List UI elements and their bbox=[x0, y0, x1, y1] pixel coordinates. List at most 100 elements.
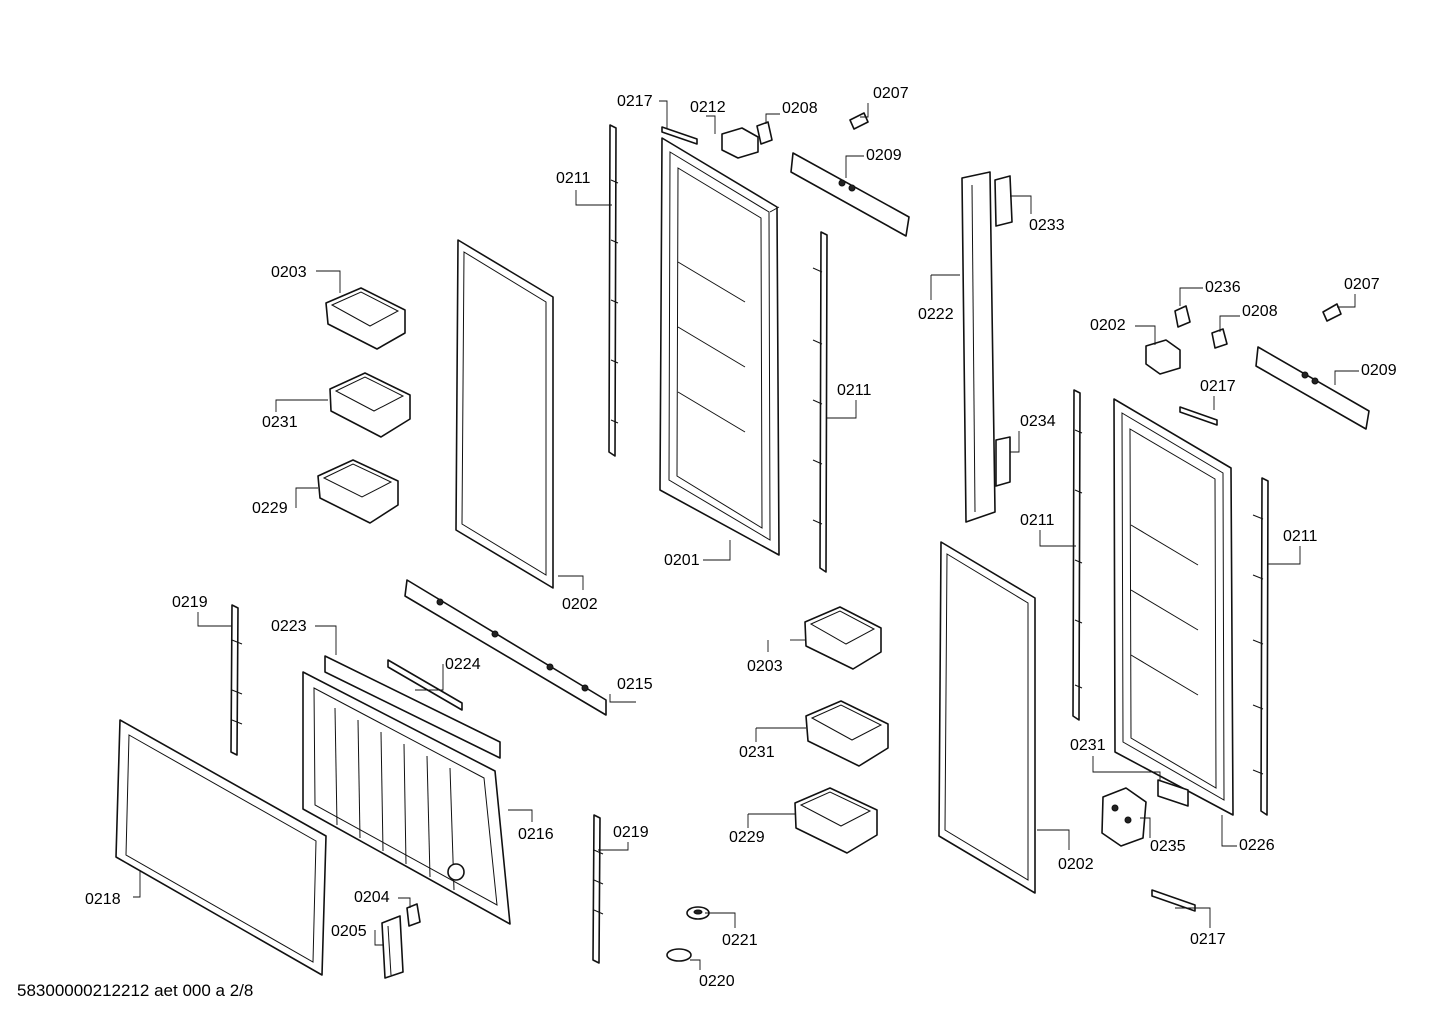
leader-line-0219 bbox=[197, 612, 232, 627]
leader-line-0207 bbox=[1337, 294, 1356, 308]
leader-line-0212 bbox=[706, 115, 716, 134]
callout-0211: 0211 bbox=[837, 382, 872, 399]
leader-line-0201 bbox=[703, 540, 731, 561]
hinge-plate-0209-right bbox=[1255, 346, 1370, 430]
callout-0221: 0221 bbox=[722, 932, 758, 949]
callout-0216: 0216 bbox=[518, 826, 554, 843]
callout-0236: 0236 bbox=[1205, 279, 1241, 296]
leader-line-0211 bbox=[1039, 530, 1076, 547]
trim-0223 bbox=[324, 655, 501, 759]
drawer-0231-center bbox=[805, 700, 889, 767]
door-strip-upper-a bbox=[608, 124, 619, 457]
leader-line-0235 bbox=[1140, 817, 1151, 838]
leader-line-0234 bbox=[1010, 431, 1020, 453]
leader-line-0233 bbox=[1010, 195, 1032, 214]
leader-line-0208 bbox=[1219, 315, 1240, 332]
callout-0217: 0217 bbox=[617, 93, 653, 110]
callout-0202: 0202 bbox=[1058, 856, 1094, 873]
leader-line-0208 bbox=[765, 113, 780, 124]
drawer-0231-left bbox=[329, 372, 411, 438]
callout-0231: 0231 bbox=[1070, 737, 1106, 754]
leader-line-0217 bbox=[1175, 907, 1211, 928]
callout-0223: 0223 bbox=[271, 618, 307, 635]
leader-line-0211 bbox=[827, 400, 857, 419]
part-0220 bbox=[666, 948, 692, 962]
callout-0217: 0217 bbox=[1200, 378, 1236, 395]
callout-0220: 0220 bbox=[699, 973, 735, 990]
callout-0208: 0208 bbox=[782, 100, 818, 117]
cross-rail-0215 bbox=[404, 579, 607, 716]
leader-line-0224 bbox=[415, 664, 444, 691]
cap-0207-right bbox=[1322, 303, 1342, 322]
bracket-0212 bbox=[721, 127, 759, 159]
leader-line-0216 bbox=[508, 809, 533, 822]
callout-labels: 0201020202020202020302030204020502070207… bbox=[85, 85, 1397, 990]
callout-0211: 0211 bbox=[556, 170, 591, 187]
side-strip-0219-right bbox=[592, 814, 604, 964]
leader-line-0220 bbox=[690, 959, 701, 970]
callout-0211: 0211 bbox=[1020, 512, 1055, 529]
callout-0222: 0222 bbox=[918, 306, 954, 323]
callout-0202: 0202 bbox=[562, 596, 598, 613]
leader-line-0211 bbox=[575, 190, 612, 206]
drawer-0203-center bbox=[804, 606, 882, 670]
clip-0236 bbox=[1174, 305, 1191, 328]
trim-0224 bbox=[387, 659, 463, 711]
door-gasket-right bbox=[938, 541, 1036, 894]
callout-0224: 0224 bbox=[445, 656, 481, 673]
callout-0207: 0207 bbox=[873, 85, 909, 102]
drawer-0203-left bbox=[325, 287, 406, 350]
callout-0212: 0212 bbox=[690, 99, 726, 116]
leader-line-0202 bbox=[558, 575, 584, 590]
leader-line-0218 bbox=[133, 870, 141, 898]
drawing-code: 58300000212212 aet 000 a 2/8 bbox=[17, 981, 254, 1000]
drawer-0229-left bbox=[317, 459, 399, 524]
callout-0235: 0235 bbox=[1150, 838, 1186, 855]
callout-0233: 0233 bbox=[1029, 217, 1065, 234]
callout-0201: 0201 bbox=[664, 552, 700, 569]
callout-0211: 0211 bbox=[1283, 528, 1318, 545]
callout-0203: 0203 bbox=[747, 658, 783, 675]
door-gasket-upper bbox=[455, 239, 554, 589]
callout-0226: 0226 bbox=[1239, 837, 1275, 854]
callout-0204: 0204 bbox=[354, 889, 390, 906]
callout-0205: 0205 bbox=[331, 923, 367, 940]
clip-0208-top bbox=[756, 121, 773, 145]
leader-line-0226 bbox=[1221, 815, 1237, 847]
callout-0219: 0219 bbox=[613, 824, 649, 841]
callout-0231: 0231 bbox=[262, 414, 298, 431]
callout-0218: 0218 bbox=[85, 891, 121, 908]
leader-line-0217 bbox=[659, 100, 668, 128]
leader-line-0205 bbox=[374, 930, 384, 946]
leader-line-0215 bbox=[609, 694, 636, 703]
leader-line-0231 bbox=[1092, 756, 1161, 780]
leader-line-0229 bbox=[295, 487, 318, 508]
clip-0208-right bbox=[1211, 328, 1228, 349]
bracket-0202-right bbox=[1145, 339, 1181, 375]
callout-0209: 0209 bbox=[1361, 362, 1397, 379]
callout-0229: 0229 bbox=[252, 500, 288, 517]
door-strip-right-b bbox=[1252, 477, 1269, 816]
leader-line-0231 bbox=[275, 399, 328, 412]
door-right-0226 bbox=[1113, 398, 1234, 816]
hinge-bracket-0217-top bbox=[661, 126, 698, 145]
leader-line-0207 bbox=[860, 103, 869, 118]
hinge-bracket-0217-bottom bbox=[1151, 889, 1196, 912]
leader-line-0219 bbox=[598, 842, 629, 851]
hinge-0235 bbox=[1101, 787, 1147, 847]
callout-0219: 0219 bbox=[172, 594, 208, 611]
leader-line-0236 bbox=[1179, 287, 1203, 306]
callout-0217: 0217 bbox=[1190, 931, 1226, 948]
door-strip-right-a bbox=[1072, 389, 1083, 721]
leader-line-0223 bbox=[315, 625, 337, 655]
leader-line-0209 bbox=[845, 155, 864, 178]
callout-0234: 0234 bbox=[1020, 413, 1056, 430]
callout-0203: 0203 bbox=[271, 264, 307, 281]
callout-0207: 0207 bbox=[1344, 276, 1380, 293]
leader-line-0203 bbox=[316, 270, 341, 293]
callout-0209: 0209 bbox=[866, 147, 902, 164]
callout-0215: 0215 bbox=[617, 676, 653, 693]
door-upper-left bbox=[659, 137, 780, 556]
